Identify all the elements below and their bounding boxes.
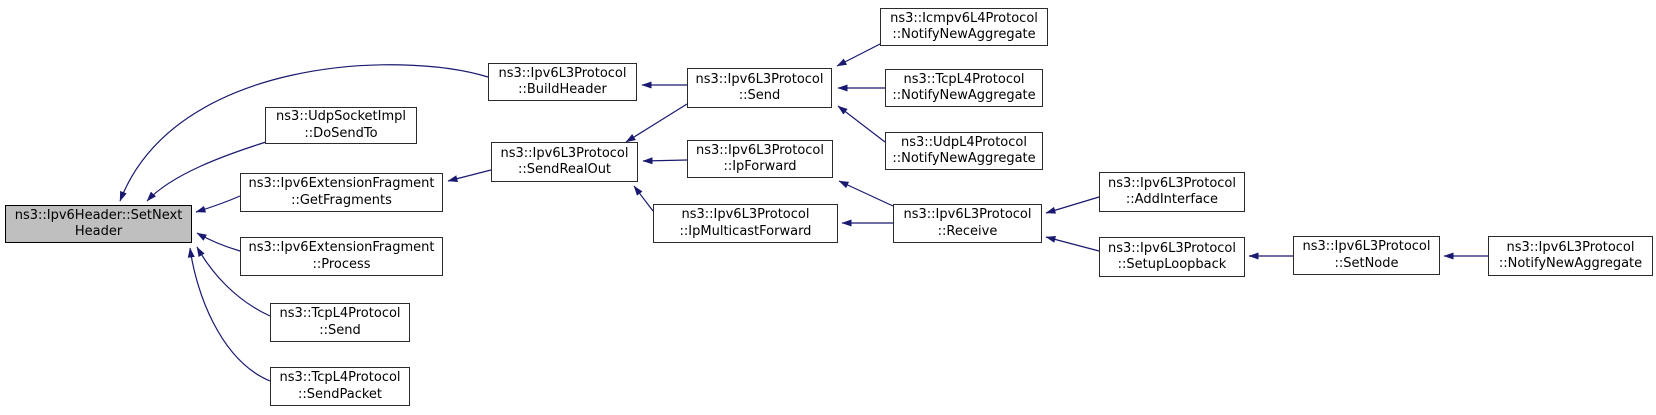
graph-node-getfragments[interactable]: ns3::Ipv6ExtensionFragment ::GetFragment…	[240, 173, 443, 212]
graph-node-addinterface[interactable]: ns3::Ipv6L3Protocol ::AddInterface	[1099, 172, 1245, 212]
graph-node-dosendto[interactable]: ns3::UdpSocketImpl ::DoSendTo	[265, 107, 417, 144]
graph-node-tcpsendpacket[interactable]: ns3::TcpL4Protocol ::SendPacket	[270, 367, 410, 406]
graph-node-send[interactable]: ns3::Ipv6L3Protocol ::Send	[687, 68, 832, 108]
edge-receive-to-ipforward	[838, 180, 894, 207]
graph-node-udpnotify[interactable]: ns3::UdpL4Protocol ::NotifyNewAggregate	[885, 132, 1043, 170]
graph-node-buildheader[interactable]: ns3::Ipv6L3Protocol ::BuildHeader	[488, 63, 637, 101]
edge-group	[119, 42, 1488, 382]
graph-node-setnextheader: ns3::Ipv6Header::SetNext Header	[5, 205, 192, 243]
edge-process-to-setnextheader	[196, 232, 241, 252]
graph-node-icmpv6notify[interactable]: ns3::Icmpv6L4Protocol ::NotifyNewAggrega…	[880, 8, 1048, 46]
edge-setuploopback-to-receive	[1045, 236, 1100, 252]
graph-node-tcpnotify[interactable]: ns3::TcpL4Protocol ::NotifyNewAggregate	[885, 69, 1043, 107]
graph-node-ipmulticastforward[interactable]: ns3::Ipv6L3Protocol ::IpMulticastForward	[653, 204, 838, 243]
edge-tcpsendpacket-to-setnextheader	[187, 247, 271, 382]
graph-node-sendrealout[interactable]: ns3::Ipv6L3Protocol ::SendRealOut	[491, 142, 638, 182]
edge-addinterface-to-receive	[1045, 196, 1100, 214]
graph-node-receive[interactable]: ns3::Ipv6L3Protocol ::Receive	[893, 204, 1042, 243]
edge-udpnotify-to-send	[837, 105, 886, 143]
graph-node-ipforward[interactable]: ns3::Ipv6L3Protocol ::IpForward	[687, 140, 833, 178]
edge-buildheader-to-setnextheader	[119, 64, 489, 202]
edge-ipforward-to-sendrealout	[642, 157, 688, 165]
edge-sendrealout-to-getfragments	[447, 169, 492, 183]
edge-send-to-sendrealout	[625, 103, 688, 143]
edge-dosendto-to-setnextheader	[146, 141, 267, 202]
graph-node-setuploopback[interactable]: ns3::Ipv6L3Protocol ::SetupLoopback	[1099, 237, 1245, 277]
graph-node-setnode[interactable]: ns3::Ipv6L3Protocol ::SetNode	[1293, 236, 1440, 275]
graph-node-tcpsend[interactable]: ns3::TcpL4Protocol ::Send	[270, 303, 410, 342]
graph-node-process[interactable]: ns3::Ipv6ExtensionFragment ::Process	[240, 237, 443, 276]
edge-icmpv6notify-to-send	[836, 42, 883, 67]
edge-getfragments-to-setnextheader	[195, 195, 241, 213]
edge-tcpsend-to-setnextheader	[196, 246, 271, 317]
graph-node-ipv6notify[interactable]: ns3::Ipv6L3Protocol ::NotifyNewAggregate	[1488, 236, 1653, 276]
edge-ipmulticastforward-to-sendrealout	[633, 185, 654, 212]
